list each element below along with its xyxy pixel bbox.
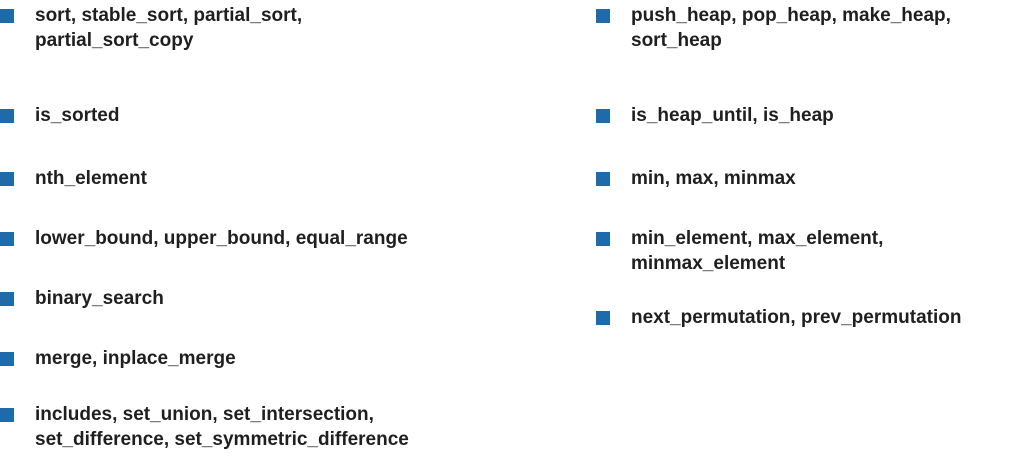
list-item: lower_bound, upper_bound, equal_range	[0, 226, 408, 251]
item-line: binary_search	[35, 288, 164, 309]
list-item: is_heap_until, is_heap	[596, 103, 834, 128]
item-line: is_heap_until, is_heap	[631, 105, 834, 126]
list-item: binary_search	[0, 286, 164, 311]
item-line: is_sorted	[35, 105, 120, 126]
square-bullet-icon	[0, 109, 14, 123]
square-bullet-icon	[0, 352, 14, 366]
item-line: sort, stable_sort, partial_sort,	[35, 5, 303, 26]
square-bullet-icon	[0, 172, 14, 186]
square-bullet-icon	[596, 172, 610, 186]
square-bullet-icon	[596, 311, 610, 325]
list-item: merge, inplace_merge	[0, 346, 236, 371]
item-line: next_permutation, prev_permutation	[631, 307, 962, 328]
square-bullet-icon	[0, 9, 14, 23]
square-bullet-icon	[596, 109, 610, 123]
list-item: min, max, minmax	[596, 166, 796, 191]
square-bullet-icon	[0, 232, 14, 246]
list-item: next_permutation, prev_permutation	[596, 305, 961, 330]
item-line: min, max, minmax	[631, 168, 796, 189]
square-bullet-icon	[596, 9, 610, 23]
list-item: min_element, max_element, minmax_element	[596, 226, 883, 276]
list-item: push_heap, pop_heap, make_heap, sort_hea…	[596, 3, 951, 53]
item-line: sort_heap	[631, 30, 722, 51]
item-line: includes, set_union, set_intersection,	[35, 404, 374, 425]
item-line: minmax_element	[631, 253, 786, 274]
list-item: includes, set_union, set_intersection, s…	[0, 402, 409, 452]
item-line: min_element, max_element,	[631, 228, 884, 249]
item-line: partial_sort_copy	[35, 30, 194, 51]
item-line: set_difference, set_symmetric_difference	[35, 429, 409, 450]
list-item: is_sorted	[0, 103, 119, 128]
item-line: lower_bound, upper_bound, equal_range	[35, 228, 408, 249]
list-item: nth_element	[0, 166, 147, 191]
square-bullet-icon	[596, 232, 610, 246]
item-line: push_heap, pop_heap, make_heap,	[631, 5, 951, 26]
list-item: sort, stable_sort, partial_sort, partial…	[0, 3, 302, 53]
item-line: merge, inplace_merge	[35, 348, 236, 369]
square-bullet-icon	[0, 408, 14, 422]
item-line: nth_element	[35, 168, 147, 189]
square-bullet-icon	[0, 292, 14, 306]
